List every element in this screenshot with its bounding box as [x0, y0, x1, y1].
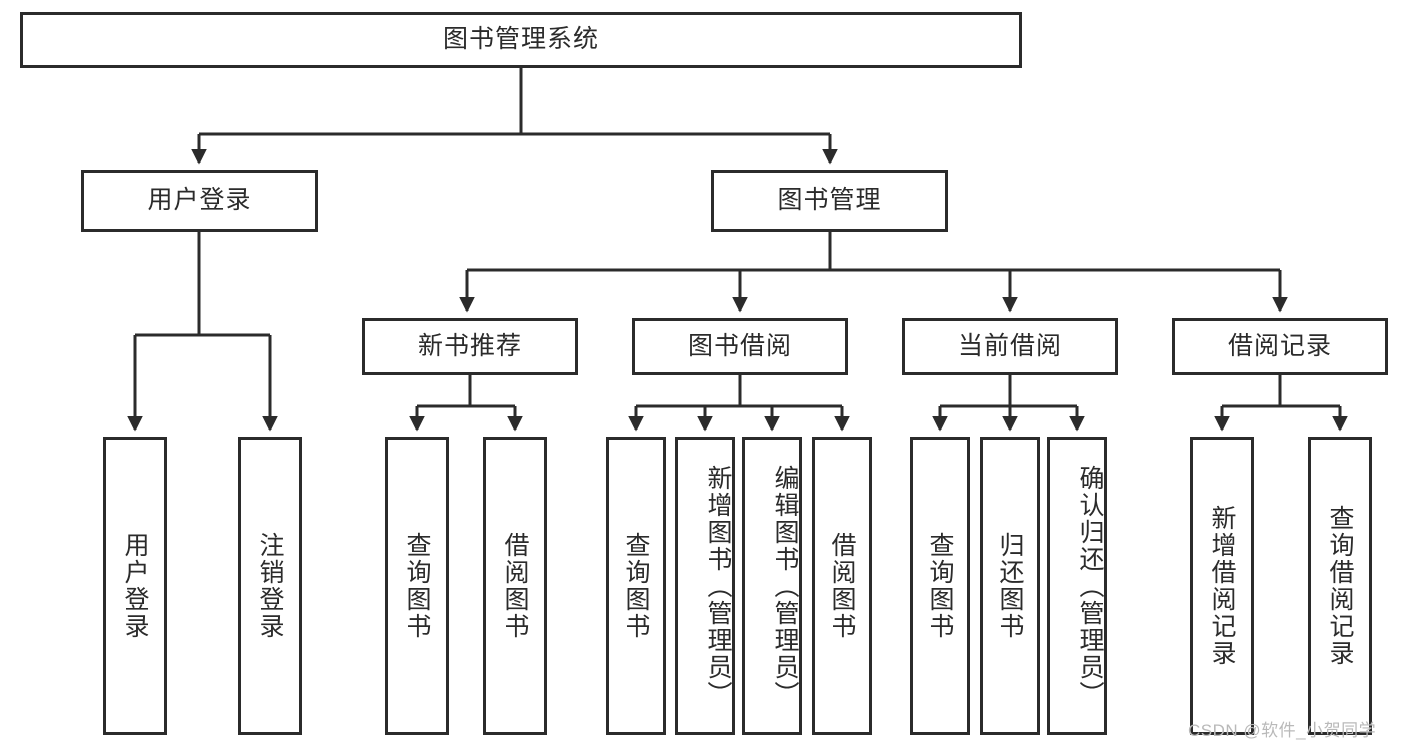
node-label: 当前借阅 [957, 331, 1062, 360]
leaf-query-book-current[interactable]: 查询图书 [910, 437, 970, 735]
leaf-add-borrow-record[interactable]: 新增借阅记录 [1190, 437, 1254, 735]
node-root-book-management-system[interactable]: 图书管理系统 [20, 12, 1022, 68]
node-book-borrow[interactable]: 图书借阅 [632, 318, 848, 375]
node-label: 用户登录 [147, 186, 252, 215]
leaf-confirm-return-admin[interactable]: 确认归还（管理员） [1047, 437, 1107, 735]
node-label: 用户登录 [121, 532, 149, 640]
node-label: 借阅图书 [501, 532, 529, 640]
watermark: CSDN @软件_小贺同学 [1188, 721, 1377, 740]
leaf-borrow-book-recommend[interactable]: 借阅图书 [483, 437, 547, 735]
node-label: 图书管理 [777, 186, 882, 215]
node-label: 借阅记录 [1227, 331, 1332, 360]
node-current-borrow[interactable]: 当前借阅 [902, 318, 1118, 375]
leaf-return-book[interactable]: 归还图书 [980, 437, 1040, 735]
node-book-management[interactable]: 图书管理 [711, 170, 948, 232]
leaf-query-borrow-record[interactable]: 查询借阅记录 [1308, 437, 1372, 735]
node-label: 查询图书 [622, 532, 650, 640]
leaf-query-book-borrow[interactable]: 查询图书 [606, 437, 666, 735]
leaf-user-login[interactable]: 用户登录 [103, 437, 167, 735]
node-label: 图书管理系统 [442, 25, 599, 54]
node-label: 查询图书 [403, 532, 431, 640]
node-label: 注销登录 [256, 532, 284, 640]
node-label: 新增图书（管理员） [704, 464, 732, 708]
leaf-query-book-recommend[interactable]: 查询图书 [385, 437, 449, 735]
node-label: 图书借阅 [687, 331, 792, 360]
node-label: 查询图书 [926, 532, 954, 640]
node-label: 查询借阅记录 [1326, 505, 1354, 667]
node-label: 新书推荐 [417, 331, 522, 360]
node-label: 借阅图书 [828, 532, 856, 640]
node-borrow-record[interactable]: 借阅记录 [1172, 318, 1388, 375]
node-label: 编辑图书（管理员） [771, 464, 799, 708]
leaf-borrow-book-borrow[interactable]: 借阅图书 [812, 437, 872, 735]
node-label: 归还图书 [996, 532, 1024, 640]
node-label: 确认归还（管理员） [1076, 464, 1104, 708]
leaf-edit-book-admin[interactable]: 编辑图书（管理员） [742, 437, 802, 735]
node-user-login[interactable]: 用户登录 [81, 170, 318, 232]
node-label: 新增借阅记录 [1208, 505, 1236, 667]
leaf-user-logout[interactable]: 注销登录 [238, 437, 302, 735]
node-new-book-recommend[interactable]: 新书推荐 [362, 318, 578, 375]
leaf-add-book-admin[interactable]: 新增图书（管理员） [675, 437, 735, 735]
